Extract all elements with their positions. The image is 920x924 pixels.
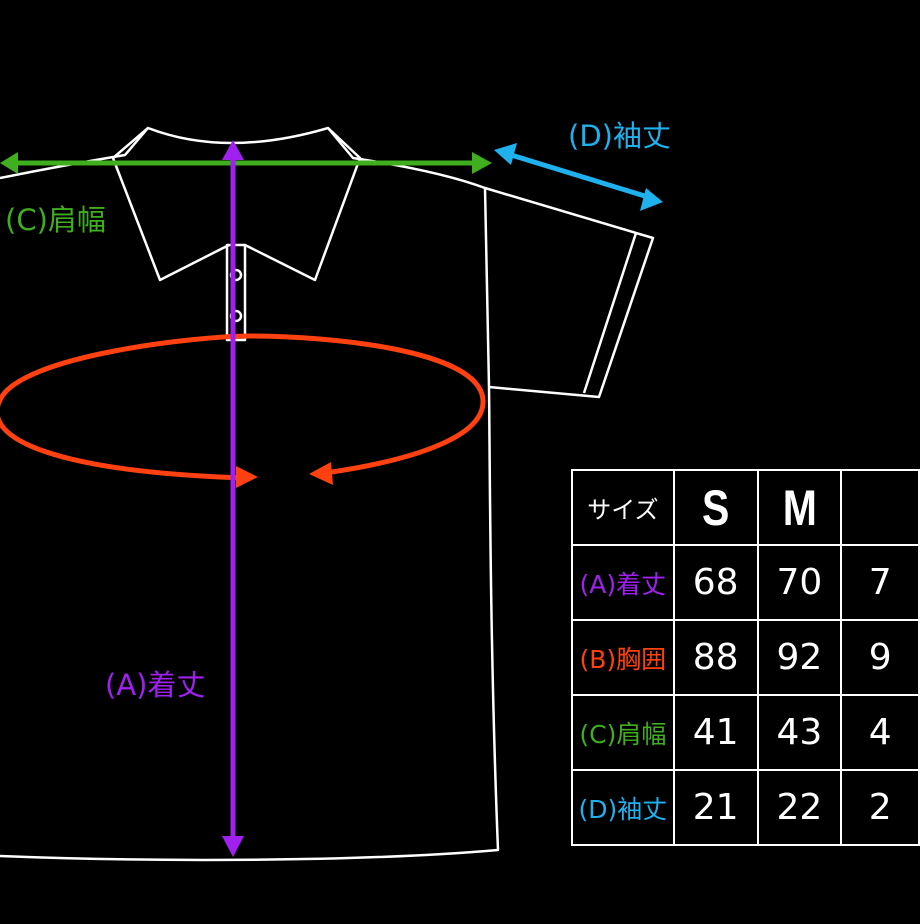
length-measure bbox=[222, 140, 244, 857]
size-table: サイズ S M (A)着丈 68 70 7 (B)胸囲 88 92 9 (C)肩… bbox=[571, 469, 920, 846]
size-header-m: M bbox=[782, 479, 817, 536]
chest-measure bbox=[0, 333, 486, 488]
placket bbox=[225, 243, 247, 342]
length-label: (A)着丈 bbox=[105, 668, 206, 702]
sleeve-arrowhead-left bbox=[494, 143, 517, 165]
chest-arrowhead-left bbox=[236, 466, 258, 488]
row-label-sleeve: (D)袖丈 bbox=[571, 769, 675, 846]
sleeve-cuff-line bbox=[582, 232, 638, 394]
size-header-cell bbox=[840, 469, 920, 546]
row-label-shoulder: (C)肩幅 bbox=[571, 694, 675, 771]
sleeve-measure bbox=[494, 143, 663, 211]
length-arrowhead-top bbox=[222, 140, 244, 160]
sleeve-length-label: (D)袖丈 bbox=[568, 119, 671, 153]
table-cell: 9 bbox=[840, 619, 920, 696]
table-cell: 70 bbox=[756, 544, 843, 621]
sleeve-arrowhead-right bbox=[640, 188, 663, 211]
shoulder-width-label: (C)肩幅 bbox=[5, 203, 106, 237]
shirt-body-outline bbox=[0, 126, 500, 862]
sleeve-outline bbox=[484, 186, 655, 399]
collar-right bbox=[244, 127, 362, 282]
table-cell: 7 bbox=[840, 544, 920, 621]
size-header-s: S bbox=[701, 479, 730, 536]
table-row: (A)着丈 68 70 7 bbox=[571, 544, 920, 621]
table-cell: 41 bbox=[672, 694, 759, 771]
row-label-chest: (B)胸囲 bbox=[571, 619, 675, 696]
size-header-label: サイズ bbox=[571, 469, 675, 546]
shoulder-arrowhead-right bbox=[472, 152, 492, 174]
chest-arrowhead-right bbox=[309, 462, 333, 485]
shoulder-arrowhead-left bbox=[0, 152, 18, 174]
length-arrowhead-bottom bbox=[222, 836, 244, 857]
size-header-cell: S bbox=[672, 469, 759, 546]
shoulder-measure bbox=[0, 152, 492, 174]
shirt-outline bbox=[0, 126, 655, 862]
table-row: (D)袖丈 21 22 2 bbox=[571, 769, 920, 846]
table-cell: 68 bbox=[672, 544, 759, 621]
row-label-length: (A)着丈 bbox=[571, 544, 675, 621]
size-header-cell: M bbox=[756, 469, 843, 546]
table-cell: 4 bbox=[840, 694, 920, 771]
collar-left bbox=[111, 127, 230, 282]
table-cell: 22 bbox=[756, 769, 843, 846]
table-cell: 88 bbox=[672, 619, 759, 696]
size-header-row: サイズ S M bbox=[571, 469, 920, 546]
table-cell: 92 bbox=[756, 619, 843, 696]
table-cell: 2 bbox=[840, 769, 920, 846]
table-cell: 21 bbox=[672, 769, 759, 846]
table-row: (C)肩幅 41 43 4 bbox=[571, 694, 920, 771]
table-cell: 43 bbox=[756, 694, 843, 771]
table-row: (B)胸囲 88 92 9 bbox=[571, 619, 920, 696]
